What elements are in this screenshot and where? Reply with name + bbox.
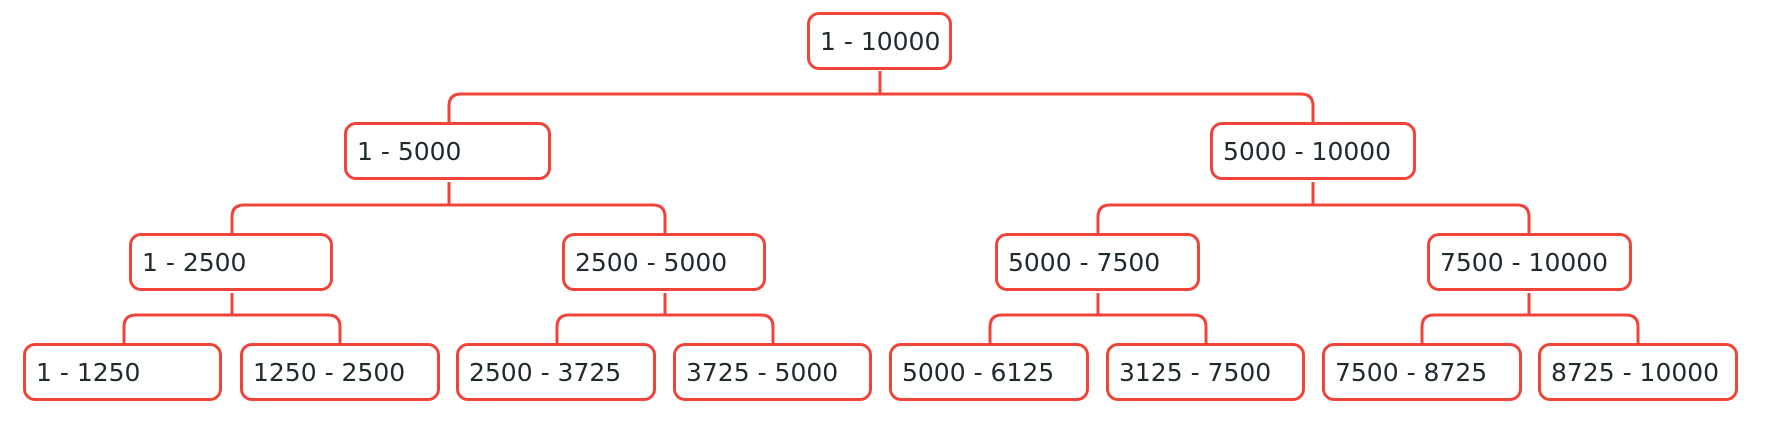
- connector-l2-2: [555, 293, 775, 343]
- node-level2-3: 5000 - 7500: [995, 233, 1200, 291]
- node-level3-7: 7500 - 8725: [1322, 343, 1522, 401]
- connector-l2-1: [122, 293, 342, 343]
- connector-l2-3: [988, 293, 1208, 343]
- node-root: 1 - 10000: [807, 12, 952, 70]
- node-level1-right: 5000 - 10000: [1210, 122, 1416, 180]
- node-level3-3: 2500 - 3725: [456, 343, 656, 401]
- node-level3-2: 1250 - 2500: [240, 343, 440, 401]
- node-level3-1: 1 - 1250: [23, 343, 222, 401]
- node-level2-2: 2500 - 5000: [562, 233, 766, 291]
- node-level3-4: 3725 - 5000: [673, 343, 872, 401]
- connector-l2-4: [1420, 293, 1640, 343]
- node-level3-5: 5000 - 6125: [889, 343, 1089, 401]
- connector-root: [447, 71, 1315, 122]
- node-level2-4: 7500 - 10000: [1427, 233, 1632, 291]
- node-level2-1: 1 - 2500: [129, 233, 333, 291]
- connector-l1-right: [1096, 182, 1531, 233]
- node-level3-6: 3125 - 7500: [1106, 343, 1305, 401]
- node-level3-8: 8725 - 10000: [1538, 343, 1738, 401]
- node-level1-left: 1 - 5000: [344, 122, 551, 180]
- connector-l1-left: [230, 182, 667, 233]
